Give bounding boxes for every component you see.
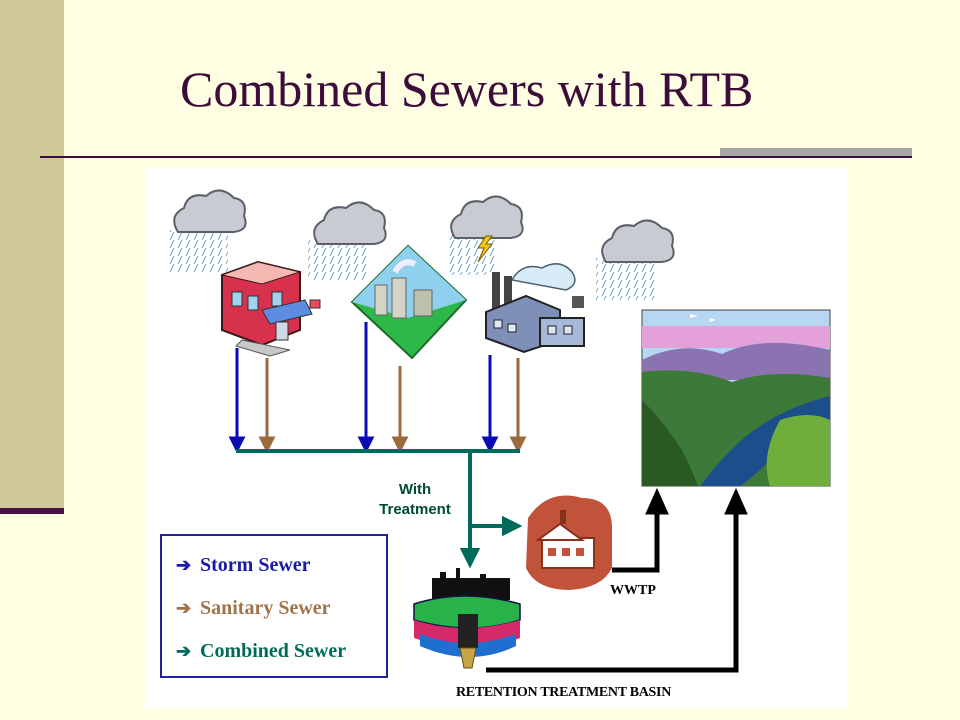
legend-label-combined: Combined Sewer <box>200 640 347 662</box>
legend-label-storm: Storm Sewer <box>200 554 311 576</box>
house-icon <box>220 260 321 357</box>
arrow-icon: ➔ <box>176 555 192 575</box>
sanitary-sewer-lines <box>258 358 527 454</box>
side-bar <box>0 0 64 512</box>
wwtp-icon <box>526 495 612 590</box>
factory-icon <box>485 263 585 354</box>
with-treatment-label-line-1: With <box>398 481 432 498</box>
storm-cloud-icon <box>448 195 524 275</box>
storm-sewer-lines <box>228 322 499 454</box>
retention-basin-icon <box>413 568 521 669</box>
outfall-lines <box>486 487 748 673</box>
arrow-icon: ➔ <box>176 598 192 618</box>
slide-title: Combined Sewers with RTB <box>180 61 754 117</box>
combined-sewer-lines <box>236 449 523 569</box>
with-treatment-label-line-2: Treatment <box>379 501 451 518</box>
legend-item-combined: ➔ Combined Sewer <box>176 640 346 663</box>
title-rule-accent <box>720 148 912 156</box>
retention-basin-label: RETENTION TREATMENT BASIN <box>456 685 672 700</box>
legend-label-sanitary: Sanitary Sewer <box>200 597 331 619</box>
side-bar-accent <box>0 508 64 514</box>
rain-cloud-icon-2 <box>308 201 387 280</box>
title-rule <box>40 156 912 158</box>
legend: ➔ Storm Sewer ➔ Sanitary Sewer ➔ Combined S… <box>160 534 388 678</box>
arrow-icon: ➔ <box>176 641 192 661</box>
rain-cloud-icon-3 <box>596 219 675 300</box>
river-landscape-icon <box>641 309 831 487</box>
power-plant-icon <box>350 244 468 360</box>
legend-item-storm: ➔ Storm Sewer <box>176 554 311 577</box>
wwtp-label: WWTP <box>610 583 656 598</box>
with-treatment-label: With Treatment <box>360 480 470 520</box>
legend-item-sanitary: ➔ Sanitary Sewer <box>176 597 331 620</box>
rain-cloud-icon-1 <box>168 189 247 272</box>
